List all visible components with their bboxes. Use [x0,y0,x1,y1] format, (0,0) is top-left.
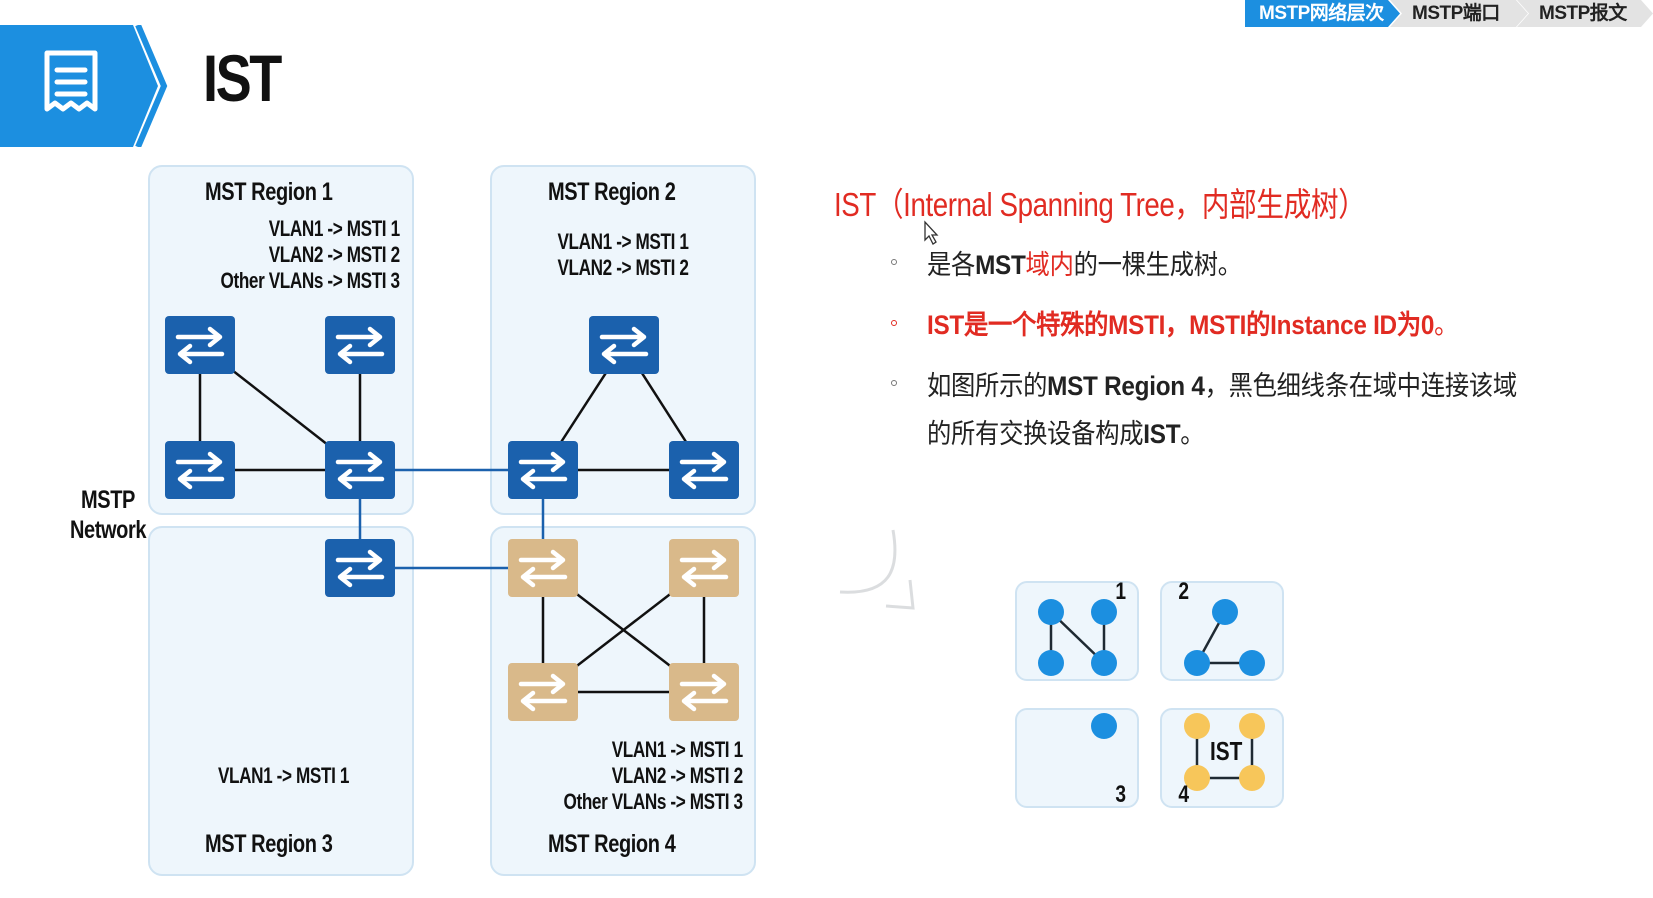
network-label-line1: MSTP [81,486,135,514]
mini-graph-1 [1038,599,1117,676]
mapping-line: Other VLANs -> MSTI 3 [563,789,744,814]
bullet-text-1: 是各MST域内的一棵生成树。 [927,243,1242,282]
tab-label: MSTP报文 [1539,3,1627,24]
curved-arrow-icon [839,529,915,610]
mapping-line: VLAN1 -> MSTI 1 [557,229,689,254]
text-run: MST Region 4 [1047,371,1205,401]
bullet-text-3-continued: 的所有交换设备构成IST。 [927,412,1205,451]
ist-heading: IST（Internal Spanning Tree，内部生成树） [834,186,1366,223]
bullet-icon [891,320,897,326]
region-1-mappings: VLAN1 -> MSTI 1 VLAN2 -> MSTI 2 Other VL… [220,216,401,294]
region-3-name: MST Region 3 [205,830,333,858]
region-2-mappings: VLAN1 -> MSTI 1 VLAN2 -> MSTI 2 [545,229,701,281]
tab-label: MSTP网络层次 [1259,3,1384,24]
network-label: MSTP Network [68,485,148,545]
bullet-text-2: IST是一个特殊的MSTI，MSTI的Instance ID为0。 [927,303,1458,342]
breadcrumb: MSTP网络层次 MSTP端口 MSTP报文 [1245,0,1653,27]
text-run: ，黑色细线条在域中连接该域 [1204,371,1518,401]
region-2-name: MST Region 2 [548,178,676,206]
switch-icon [325,539,395,597]
switch-icon [508,539,578,597]
mapping-line: VLAN1 -> MSTI 1 [218,763,349,788]
mapping-line: VLAN1 -> MSTI 1 [269,216,400,241]
mini-region-number: 4 [1178,781,1190,808]
switch-icon [325,441,395,499]
text-run: 域内 [1025,250,1074,280]
region-4-name: MST Region 4 [548,830,676,858]
mini-graph-4 [1184,713,1265,791]
text-run: 的所有交换设备构成 [927,419,1144,449]
network-label-line2: Network [69,516,147,544]
bullet-icon [891,380,897,386]
mapping-line: Other VLANs -> MSTI 3 [220,268,401,293]
mapping-line: VLAN2 -> MSTI 2 [269,242,400,267]
tab-mstp-bpdu[interactable]: MSTP报文 [1517,0,1653,27]
tab-mstp-network-levels[interactable]: MSTP网络层次 [1245,0,1400,27]
region-3-mappings: VLAN1 -> MSTI 1 [218,763,349,789]
region-4-mappings: VLAN1 -> MSTI 1 VLAN2 -> MSTI 2 Other VL… [563,737,744,815]
switch-icon [669,663,739,721]
document-icon [44,50,98,112]
mapping-line: VLAN2 -> MSTI 2 [557,255,689,280]
page-title: IST [203,41,282,115]
mini-region-number: 2 [1178,578,1190,605]
switch-icon [165,316,235,374]
text-run: IST [1143,419,1181,449]
region-1-name: MST Region 1 [205,178,333,206]
text-run: 是各 [927,250,976,280]
text-run: 。 [1434,310,1459,340]
mapping-line: VLAN1 -> MSTI 1 [612,737,743,762]
switch-icon [669,539,739,597]
switch-icon [165,441,235,499]
ist-label: IST [1210,736,1243,766]
text-run: IST是一个特殊的MSTI，MSTI的Instance ID为0 [927,310,1435,340]
switch-icon [508,441,578,499]
text-run: MST [975,250,1026,280]
bullet-icon [891,259,897,265]
tab-label: MSTP端口 [1412,3,1500,24]
header-banner [0,25,168,147]
switch-icon [669,441,739,499]
mini-region-number: 3 [1115,781,1127,808]
switch-icon [508,663,578,721]
mini-graph-3 [1091,713,1117,739]
mouse-cursor-icon [924,220,939,245]
text-run: 的一棵生成树。 [1073,250,1242,280]
mini-graph-2 [1184,599,1265,676]
switch-icon [325,316,395,374]
switch-icon [589,316,659,374]
text-run: 。 [1180,419,1205,449]
mini-region-number: 1 [1115,578,1127,605]
text-run: 如图所示的 [927,371,1048,401]
mapping-line: VLAN2 -> MSTI 2 [612,763,743,788]
tab-mstp-port[interactable]: MSTP端口 [1390,0,1528,27]
bullet-text-3: 如图所示的MST Region 4，黑色细线条在域中连接该域 [927,364,1517,403]
